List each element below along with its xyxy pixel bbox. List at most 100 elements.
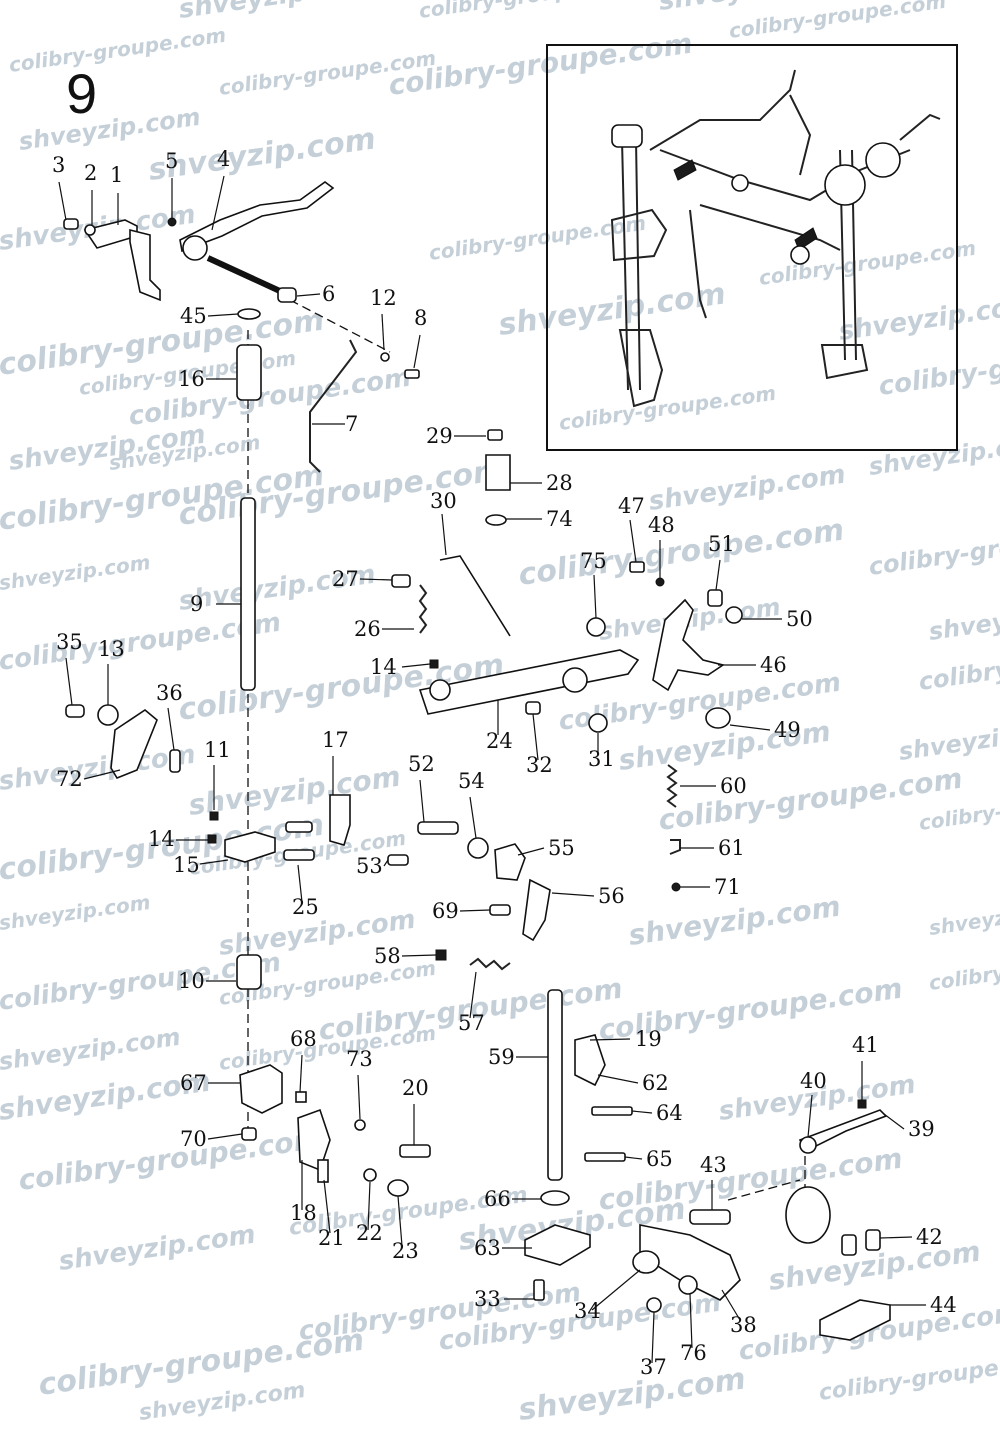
watermark-text: shveyzip.com	[927, 593, 1000, 646]
callout-32: 32	[526, 753, 553, 777]
shaft-6-axis	[289, 299, 391, 353]
screw-69	[489, 904, 511, 916]
callout-52: 52	[408, 752, 435, 776]
pin-65	[584, 1152, 626, 1162]
screw-32	[525, 701, 541, 715]
shaft-43	[689, 1209, 731, 1225]
pin-20	[399, 1144, 431, 1158]
callout-31: 31	[588, 747, 615, 771]
callout-53: 53	[356, 854, 383, 878]
collar-67	[239, 1064, 283, 1114]
watermark-text: colibry-groupe.com	[867, 517, 1000, 581]
watermark-text: colibry-groupe.com	[7, 23, 227, 77]
callout-68: 68	[290, 1027, 317, 1051]
callout-65: 65	[646, 1147, 673, 1171]
callout-27: 27	[332, 567, 359, 591]
callout-44: 44	[930, 1293, 957, 1317]
callout-62: 62	[642, 1071, 669, 1095]
watermark-text: shveyzip.com	[0, 550, 152, 595]
callout-42: 42	[916, 1225, 943, 1249]
callout-7: 7	[345, 412, 358, 436]
callout-34: 34	[574, 1299, 601, 1323]
leader-line-27	[359, 578, 393, 581]
washer-66	[540, 1190, 570, 1206]
shaft-30	[439, 555, 511, 637]
callout-22: 22	[356, 1221, 383, 1245]
screw-58	[435, 949, 447, 961]
watermark-text: shveyzip.com	[0, 890, 152, 935]
watermark-text: shveyzip.com	[647, 460, 848, 517]
plate-56	[522, 878, 551, 942]
nut-71	[671, 882, 681, 892]
plate-72	[110, 709, 158, 779]
callout-10: 10	[178, 969, 205, 993]
watermark-text: colibry-groupe.com	[386, 27, 694, 102]
leader-line-15	[199, 859, 229, 865]
leader-line-68	[299, 1054, 303, 1093]
callout-12: 12	[370, 286, 397, 310]
shaft-6	[206, 255, 284, 295]
section-number: 9	[66, 62, 97, 125]
leader-line-47	[629, 519, 637, 563]
watermark-text: shveyzip.com	[927, 895, 1000, 940]
shaft-59	[547, 989, 563, 1181]
watermark-text: colibry-groupe.com	[727, 0, 947, 43]
callout-63: 63	[474, 1236, 501, 1260]
callout-35: 35	[56, 630, 83, 654]
pin-47	[629, 561, 645, 573]
spring-57	[469, 957, 511, 971]
bracket-17	[329, 794, 351, 846]
sleeve-10	[236, 954, 262, 990]
inset-frame	[546, 44, 958, 451]
callout-2: 2	[84, 161, 97, 185]
bushing-34	[632, 1250, 660, 1274]
callout-11: 11	[204, 738, 231, 762]
watermark-text: colibry-groupe.com	[656, 762, 964, 837]
callout-21: 21	[318, 1226, 345, 1250]
callout-28: 28	[546, 471, 573, 495]
watermark-text: colibry-groupe.com	[417, 0, 637, 23]
leader-line-30	[441, 513, 447, 556]
callout-6: 6	[322, 282, 335, 306]
cam-55	[494, 843, 526, 881]
leader-line-35	[65, 657, 73, 706]
watermark-text: shveyzip.com	[57, 1220, 258, 1277]
screw-11	[209, 811, 219, 821]
watermark-text: shveyzip.com	[867, 428, 1000, 481]
watermark-text: shveyzip.com	[17, 103, 202, 156]
leader-line-73	[357, 1074, 361, 1120]
washer-45	[237, 308, 261, 320]
leader-line-22	[367, 1181, 371, 1231]
callout-74: 74	[546, 507, 573, 531]
spring-73	[354, 1119, 366, 1131]
link-24-pivot	[562, 667, 588, 693]
clamp-15	[224, 831, 276, 863]
watermark-text: shveyzip.com	[0, 740, 197, 797]
leader-line-23	[397, 1195, 403, 1247]
callout-3: 3	[52, 153, 65, 177]
pin-64	[591, 1106, 633, 1116]
callout-57: 57	[458, 1011, 485, 1035]
leader-line-32	[532, 713, 539, 761]
assembled-view-inset	[546, 44, 958, 451]
leader-line-40	[807, 1094, 813, 1138]
watermark-text: colibry-groupe.com	[176, 453, 506, 533]
stud-28	[485, 454, 511, 491]
ring-40	[785, 1186, 831, 1244]
washer-2	[84, 224, 96, 236]
leader-line-3	[58, 181, 67, 221]
callout-71: 71	[714, 875, 741, 899]
watermark-text: shveyzip.com	[837, 290, 1000, 347]
lever-40-hub	[799, 1136, 817, 1154]
screw-14a	[429, 659, 439, 669]
leader-line-25	[297, 864, 303, 903]
callout-33: 33	[474, 1287, 501, 1311]
screw-70	[241, 1127, 257, 1141]
callout-20: 20	[402, 1076, 429, 1100]
callout-49: 49	[774, 718, 801, 742]
washer-76	[678, 1275, 698, 1295]
watermark-text: colibry-groupe.com	[36, 1323, 366, 1403]
screw-a-42	[841, 1234, 857, 1256]
leader-line-37	[651, 1311, 655, 1364]
plate-21	[317, 1159, 329, 1183]
